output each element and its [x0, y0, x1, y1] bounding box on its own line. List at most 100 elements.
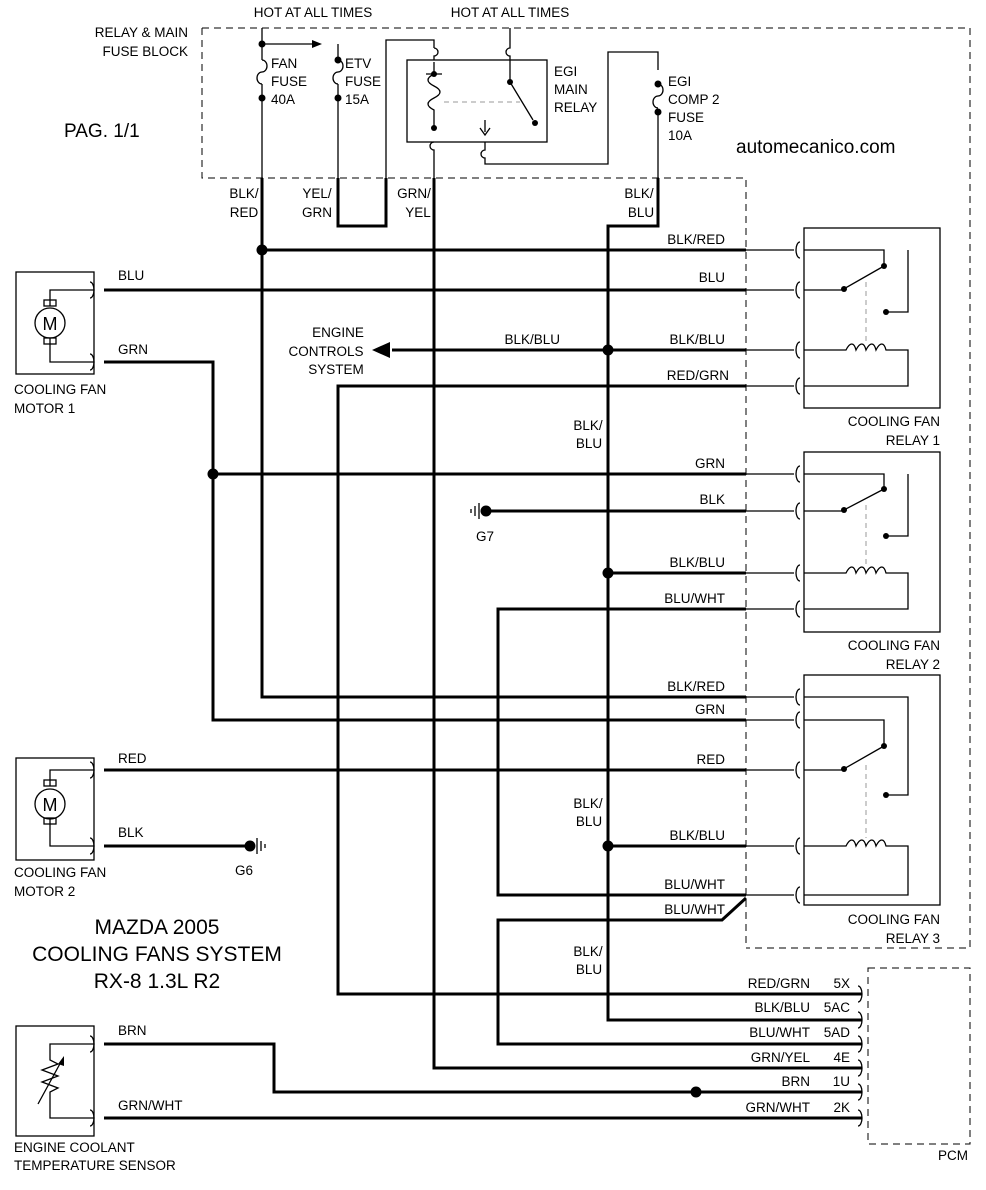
- hot-at-all-times-1: HOT AT ALL TIMES: [254, 5, 373, 20]
- label-r3-grn: GRN: [695, 702, 725, 717]
- relay3-label-1: COOLING FAN: [848, 912, 940, 927]
- pcm-pin-labels: RED/GRN 5X BLK/BLU 5AC BLU/WHT 5AD GRN/Y…: [746, 976, 851, 1115]
- fan-fuse-label-1: FAN: [271, 56, 297, 71]
- label-r1-red-grn: RED/GRN: [667, 368, 729, 383]
- label-yel-grn-2: GRN: [302, 205, 332, 220]
- egi-main-relay-box: [406, 59, 548, 143]
- label-m2-blk: BLK: [118, 825, 144, 840]
- ecs-label-1: ENGINE: [312, 325, 364, 340]
- label-r2-grn: GRN: [695, 456, 725, 471]
- label-ecs-blk-blu: BLK/BLU: [504, 332, 560, 347]
- label-blk-blu-3: BLK/: [573, 418, 603, 433]
- watermark: automecanico.com: [736, 137, 895, 158]
- ecs-label-3: SYSTEM: [308, 362, 364, 377]
- label-ect-brn: BRN: [118, 1023, 147, 1038]
- egi-comp2-fuse-label-3: FUSE: [668, 110, 704, 125]
- etv-fuse-symbol: [332, 59, 344, 85]
- relay3-label-2: RELAY 3: [886, 931, 940, 946]
- pcm-pin-3: 5AD: [824, 1025, 851, 1040]
- egi-main-relay-label-3: RELAY: [554, 100, 597, 115]
- fuse-block-label-1: RELAY & MAIN: [95, 25, 188, 40]
- egi-comp2-fuse-symbol: [652, 83, 664, 109]
- page-number: PAG. 1/1: [64, 121, 140, 142]
- pcm-connectors: [857, 985, 863, 1127]
- label-r3-blk-red: BLK/RED: [667, 679, 725, 694]
- fan-fuse-label-3: 40A: [271, 92, 295, 107]
- relay-module-outline: [201, 28, 747, 948]
- pcm-wire-6: GRN/WHT: [746, 1100, 811, 1115]
- label-r3-blu-wht: BLU/WHT: [664, 877, 725, 892]
- relay2-label-2: RELAY 2: [886, 657, 940, 672]
- label-grn-yel-2: YEL: [405, 205, 431, 220]
- ect-label-2: TEMPERATURE SENSOR: [14, 1158, 176, 1173]
- etv-fuse-label-1: ETV: [345, 56, 371, 71]
- ecs-arrow: [372, 342, 390, 358]
- ect-label-1: ENGINE COOLANT: [14, 1140, 135, 1155]
- wire-grn-motor1: [104, 360, 746, 722]
- pcm-wire-4: GRN/YEL: [751, 1050, 811, 1065]
- motor-2-symbol: M: [43, 795, 58, 815]
- label-blk-red-2: RED: [230, 205, 259, 220]
- pcm-outline: [867, 967, 971, 1145]
- motor2-label-2: MOTOR 2: [14, 884, 75, 899]
- cooling-fan-relay-2: [795, 451, 941, 633]
- motor-1-symbol: M: [43, 314, 58, 334]
- wire-yel-grn-loop: [336, 178, 388, 228]
- title-line-3: RX-8 1.3L R2: [94, 970, 220, 993]
- egi-relay-switch: [509, 81, 534, 121]
- egi-comp2-fuse-label-2: COMP 2: [668, 92, 720, 107]
- fuse-block-label-2: FUSE BLOCK: [102, 44, 188, 59]
- pcm-pin-1: 5X: [833, 976, 850, 991]
- motor1-label-2: MOTOR 1: [14, 401, 75, 416]
- title-line-1: MAZDA 2005: [95, 916, 220, 939]
- egi-main-relay-label-1: EGI: [554, 64, 577, 79]
- relay1-label-1: COOLING FAN: [848, 414, 940, 429]
- wire-blk-red-trunk: [260, 178, 746, 699]
- cooling-fan-relay-1: [795, 227, 941, 409]
- label-r3-blu-wht-2: BLU/WHT: [664, 902, 725, 917]
- title-line-2: COOLING FANS SYSTEM: [32, 943, 282, 966]
- label-yel-grn-1: YEL/: [302, 186, 332, 201]
- egi-comp2-fuse-label-4: 10A: [668, 128, 692, 143]
- label-grn-yel-1: GRN/: [397, 186, 431, 201]
- fan-fuse-symbol: [256, 59, 268, 85]
- pcm-pin-6: 2K: [833, 1100, 850, 1115]
- pcm-wire-3: BLU/WHT: [749, 1025, 810, 1040]
- label-blk-blu-7: BLK/: [573, 944, 603, 959]
- etv-fuse-label-3: 15A: [345, 92, 369, 107]
- etv-fuse-label-2: FUSE: [345, 74, 381, 89]
- pcm-pin-2: 5AC: [824, 1000, 851, 1015]
- label-r2-blu-wht: BLU/WHT: [664, 591, 725, 606]
- label-blk-blu-5: BLK/: [573, 796, 603, 811]
- label-blk-blu-6: BLU: [576, 814, 602, 829]
- egi-comp2-fuse-label-1: EGI: [668, 74, 691, 89]
- label-m1-grn: GRN: [118, 342, 148, 357]
- g6-label: G6: [235, 863, 253, 878]
- hot-at-all-times-2: HOT AT ALL TIMES: [451, 5, 570, 20]
- wire-blu-wht-pcm: [496, 896, 862, 1046]
- ecs-label-2: CONTROLS: [288, 344, 363, 359]
- pcm-label: PCM: [938, 1148, 968, 1163]
- fuse-block-outline: [202, 27, 971, 949]
- label-r3-blk-blu: BLK/BLU: [669, 828, 725, 843]
- cooling-fan-motor-1: [15, 271, 95, 375]
- fan-fuse-label-2: FUSE: [271, 74, 307, 89]
- pcm-pin-5: 1U: [833, 1074, 850, 1089]
- label-blk-blu-8: BLU: [576, 962, 602, 977]
- wire-red-grn: [336, 384, 862, 996]
- pcm-wire-2: BLK/BLU: [754, 1000, 810, 1015]
- g7-label: G7: [476, 529, 494, 544]
- ect-sensor: [15, 1025, 95, 1137]
- egi-main-relay-label-2: MAIN: [554, 82, 588, 97]
- pcm-wire-5: BRN: [781, 1074, 810, 1089]
- label-m2-red: RED: [118, 751, 147, 766]
- label-ect-grn-wht: GRN/WHT: [118, 1098, 183, 1113]
- relay2-label-1: COOLING FAN: [848, 638, 940, 653]
- wire-blu-wht-relay2-3: [496, 607, 746, 897]
- label-r1-blk-blu: BLK/BLU: [669, 332, 725, 347]
- pcm-pin-4: 4E: [833, 1050, 850, 1065]
- label-r1-blk-red: BLK/RED: [667, 232, 725, 247]
- label-m1-blu: BLU: [118, 268, 144, 283]
- wire-blk-blu-trunk: [606, 178, 862, 1022]
- motor2-label-1: COOLING FAN: [14, 865, 106, 880]
